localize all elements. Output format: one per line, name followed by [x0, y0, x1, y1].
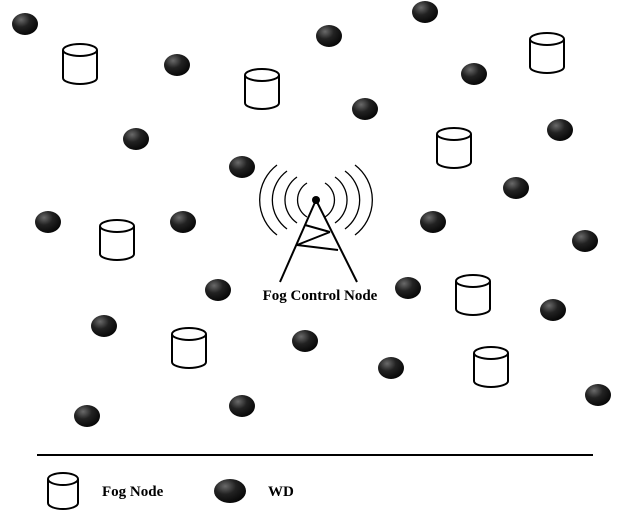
- wd-device-icon: [292, 330, 318, 352]
- wd-device-icon: [461, 63, 487, 85]
- fog-node-cylinder-icon: [244, 68, 280, 110]
- wd-device-icon: [205, 279, 231, 301]
- fog-control-node-tower: [259, 164, 373, 283]
- fog-node-cylinder-icon: [62, 43, 98, 85]
- wd-device-icon: [170, 211, 196, 233]
- wd-device-icon: [35, 211, 61, 233]
- fog-control-node-label: Fog Control Node: [263, 288, 378, 304]
- wd-device-icon: [572, 230, 598, 252]
- wd-device-icon: [412, 1, 438, 23]
- wd-device-icon: [540, 299, 566, 321]
- fog-node-cylinder-icon: [436, 127, 472, 169]
- wd-device-icon: [123, 128, 149, 150]
- wd-device-icon: [229, 156, 255, 178]
- wd-device-icon: [352, 98, 378, 120]
- legend-fog-node-label: Fog Node: [102, 484, 164, 500]
- wd-device-icon: [395, 277, 421, 299]
- legend-wd-label: WD: [268, 484, 294, 500]
- legend-wd-icon: [214, 479, 246, 503]
- wd-device-icon: [164, 54, 190, 76]
- wd-device-icon: [91, 315, 117, 337]
- wd-device-icon: [503, 177, 529, 199]
- fog-node-cylinder-icon: [529, 32, 565, 74]
- wd-device-icon: [229, 395, 255, 417]
- fog-node-cylinder-icon: [99, 219, 135, 261]
- wd-device-icon: [12, 13, 38, 35]
- fog-node-cylinder-icon: [171, 327, 207, 369]
- wd-device-icon: [420, 211, 446, 233]
- legend-fog-node-icon: [47, 472, 79, 510]
- wd-device-icon: [74, 405, 100, 427]
- wd-group: [12, 1, 611, 427]
- legend: Fog Node WD: [47, 472, 294, 510]
- wd-device-icon: [585, 384, 611, 406]
- fog-nodes-group: [62, 32, 565, 388]
- wd-device-icon: [378, 357, 404, 379]
- wd-device-icon: [316, 25, 342, 47]
- fog-node-cylinder-icon: [473, 346, 509, 388]
- fog-node-cylinder-icon: [455, 274, 491, 316]
- wd-device-icon: [547, 119, 573, 141]
- legend-fog-node-cylinder-icon: [47, 472, 79, 510]
